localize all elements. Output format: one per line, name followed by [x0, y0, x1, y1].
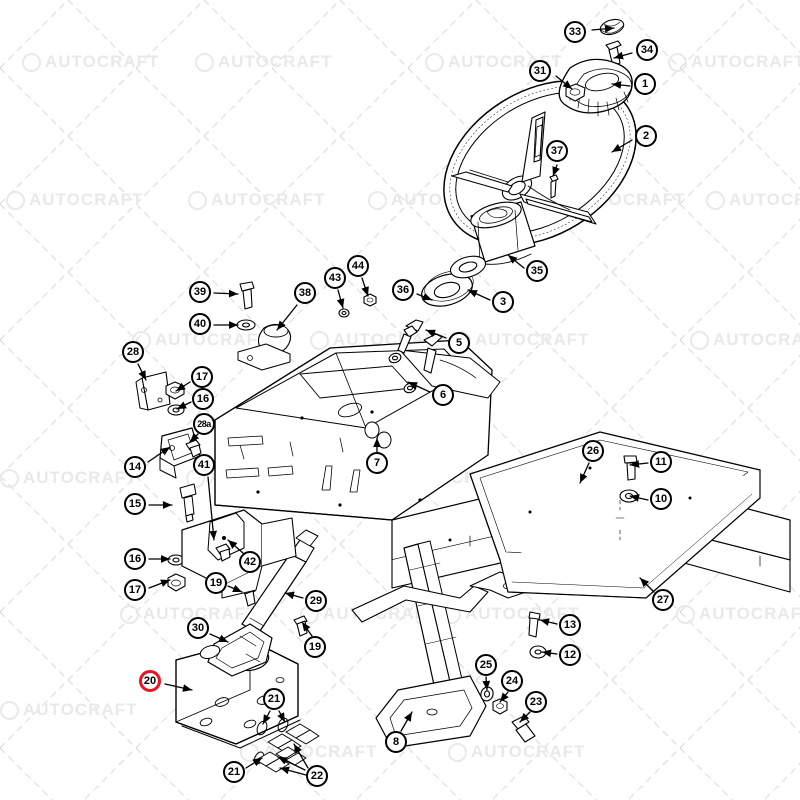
left-bracket-hardware-group	[135, 371, 297, 599]
leader-line-42	[227, 539, 244, 554]
leader-line-1	[611, 81, 631, 89]
leader-line-14	[147, 446, 171, 463]
callout-11[interactable]: 11	[650, 451, 672, 473]
leader-line-11	[629, 460, 649, 468]
leader-line-16	[176, 401, 192, 410]
callout-19[interactable]: 19	[205, 572, 227, 594]
callout-16[interactable]: 16	[124, 548, 146, 570]
callout-41[interactable]: 41	[193, 454, 215, 476]
leader-line-20	[164, 683, 193, 692]
leader-line-17	[175, 381, 191, 392]
leader-line-39	[213, 289, 239, 298]
callout-35[interactable]: 35	[526, 260, 548, 282]
callout-34[interactable]: 34	[636, 39, 658, 61]
leader-line-27	[639, 577, 655, 593]
callout-6[interactable]: 6	[432, 384, 454, 406]
callout-2[interactable]: 2	[635, 125, 657, 147]
leader-line-22a	[277, 756, 306, 771]
leader-line-23	[519, 711, 531, 723]
callout-7[interactable]: 7	[366, 452, 388, 474]
callout-23[interactable]: 23	[525, 691, 547, 713]
leader-line-28a	[189, 432, 200, 443]
leader-line-44	[361, 277, 369, 297]
callout-28[interactable]: 28	[122, 341, 144, 363]
leader-line-36	[416, 292, 433, 301]
leader-line-35	[507, 254, 525, 269]
right-fender-hardware-group	[480, 455, 639, 743]
callout-20[interactable]: 20	[139, 670, 161, 692]
callout-31[interactable]: 31	[529, 60, 551, 82]
leader-line-5	[425, 329, 447, 339]
steering-wheel-nut-and-cap-group	[549, 18, 633, 199]
leader-line-8	[400, 711, 413, 732]
callout-26[interactable]: 26	[582, 440, 604, 462]
leader-line-25	[482, 676, 491, 691]
callout-24[interactable]: 24	[501, 670, 523, 692]
callout-13[interactable]: 13	[559, 614, 581, 636]
callout-15[interactable]: 15	[124, 493, 146, 515]
callout-5[interactable]: 5	[448, 332, 470, 354]
callout-22[interactable]: 22	[306, 765, 328, 787]
upper-hardware-group	[236, 281, 377, 371]
leader-line-19	[301, 621, 313, 637]
callout-42[interactable]: 42	[239, 551, 261, 573]
leader-line-33	[591, 24, 615, 33]
leader-line-19	[227, 584, 243, 593]
leader-line-41	[207, 476, 218, 541]
leader-line-13	[539, 618, 558, 626]
callout-21[interactable]: 21	[263, 688, 285, 710]
leader-line-21	[262, 710, 271, 725]
leader-line-31	[555, 75, 573, 90]
callout-39[interactable]: 39	[189, 281, 211, 303]
leader-line-17	[148, 579, 171, 589]
callout-12[interactable]: 12	[559, 644, 581, 666]
callout-44[interactable]: 44	[347, 255, 369, 277]
callout-17[interactable]: 17	[124, 579, 146, 601]
leader-line-21b	[277, 710, 286, 723]
leader-lines	[137, 24, 655, 776]
leader-line-29	[284, 591, 304, 600]
callout-8[interactable]: 8	[385, 731, 407, 753]
leader-line-37	[552, 164, 560, 177]
leader-line-28	[137, 363, 147, 381]
leader-line-26	[579, 462, 590, 484]
callout-40[interactable]: 40	[189, 313, 211, 335]
callout-33[interactable]: 33	[564, 21, 586, 43]
callout-38[interactable]: 38	[294, 282, 316, 304]
callout-3[interactable]: 3	[492, 291, 514, 313]
callout-19[interactable]: 19	[304, 636, 326, 658]
callout-1[interactable]: 1	[634, 73, 656, 95]
callout-21[interactable]: 21	[223, 761, 245, 783]
leader-line-2	[611, 139, 633, 153]
right-fender-panel-group	[469, 431, 761, 599]
callout-17[interactable]: 17	[191, 366, 213, 388]
callout-29[interactable]: 29	[305, 590, 327, 612]
leader-line-6	[407, 381, 431, 393]
leader-line-30	[209, 633, 229, 643]
leader-line-3	[467, 289, 491, 301]
steering-wheel-group	[443, 79, 637, 247]
callout-27[interactable]: 27	[652, 589, 674, 611]
callout-37[interactable]: 37	[546, 140, 568, 162]
callout-43[interactable]: 43	[324, 267, 346, 289]
callout-10[interactable]: 10	[650, 488, 672, 510]
callout-16[interactable]: 16	[192, 388, 214, 410]
leader-line-22b	[279, 766, 307, 776]
leader-line-10	[629, 494, 649, 502]
callout-28a[interactable]: 28a	[193, 413, 215, 435]
callout-25[interactable]: 25	[475, 654, 497, 676]
callout-30[interactable]: 30	[187, 617, 209, 639]
leader-line-43	[336, 289, 345, 309]
leader-line-12	[541, 649, 558, 658]
callout-14[interactable]: 14	[124, 456, 146, 478]
leader-line-24	[499, 691, 509, 703]
leader-line-38	[276, 304, 298, 331]
leader-line-34	[613, 51, 633, 60]
leader-line-22c	[293, 743, 309, 769]
callout-36[interactable]: 36	[392, 279, 414, 301]
leader-line-21c	[245, 757, 263, 769]
steering-column-group	[421, 201, 536, 307]
